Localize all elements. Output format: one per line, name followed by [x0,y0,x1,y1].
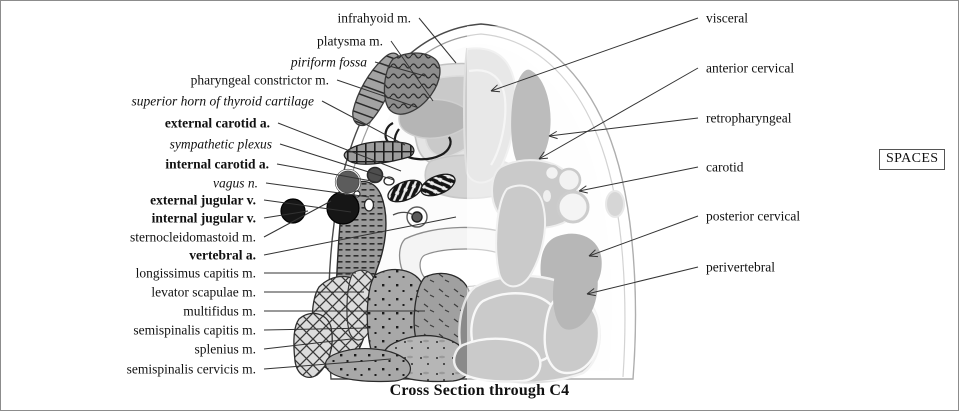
subcutaneous-fat [350,44,612,371]
label-carotid: carotid [706,159,744,175]
perivertebral-shade [458,274,601,384]
label-multifidus-m: multifidus m. [183,303,256,319]
label-splenius-m: splenius m. [194,341,256,357]
carotid-artery-right [543,164,561,182]
external-jugular-vein [280,198,306,224]
leader-internal-jugular-v [263,210,309,219]
leader-semispinalis-capitis-m [263,327,370,331]
leader-external-carotid-a [277,122,402,172]
leader-carotid [578,166,699,192]
leader-lines-left [263,17,457,370]
label-levator-scapulae-m: levator scapulae m. [151,284,256,300]
figure-caption: Cross Section through C4 [389,382,570,399]
label-anterior-cervical: anterior cervical [706,60,795,76]
retropharyngeal-shade [511,69,551,169]
label-internal-carotid-a: internal carotid a. [165,156,269,172]
carotid-space-left [280,166,456,357]
leader-carotid-arrowhead [578,185,588,194]
label-sympathetic-plexus: sympathetic plexus [169,136,272,152]
visceral-space-shade [463,47,518,184]
label-vagus-n: vagus n. [213,175,258,191]
spaces-shading-right [452,26,637,384]
spaces-legend-box: SPACES [879,149,946,170]
label-semispinalis-capitis-m: semispinalis capitis m. [133,322,256,338]
label-retropharyngeal: retropharyngeal [706,110,792,126]
leader-retropharyngeal [548,117,699,137]
leader-platysma-m [390,40,434,102]
label-infrahyoid-m: infrahyoid m. [337,10,412,26]
perivertebral-muscles-left [293,268,472,383]
leader-posterior-cervical-arrowhead [588,249,599,258]
leader-pharyngeal-constrictor-m [336,79,417,108]
anterior-cervical-shade [491,159,579,229]
label-visceral: visceral [706,10,748,26]
leader-vertebral-a [263,216,457,256]
internal-jugular-vein [326,191,360,225]
leader-piriform-fossa [374,61,426,77]
label-piriform-fossa: piriform fossa [290,54,367,70]
leader-lines-right [490,17,699,297]
label-longissimus-capitis-m: longissimus capitis m. [135,265,256,281]
leader-semispinalis-cervicis-m [263,358,392,370]
posterior-cervical-shade [540,233,602,302]
label-pharyngeal-constrictor-m: pharyngeal constrictor m. [190,72,329,88]
leader-external-jugular-v [263,199,352,213]
label-sternocleidomastoid-m: sternocleidomastoid m. [130,229,256,245]
leader-retropharyngeal-arrowhead [548,130,558,140]
leader-sympathetic-plexus [279,143,395,181]
leader-perivertebral [586,266,699,295]
label-internal-jugular-v: internal jugular v. [151,210,256,226]
jugular-vein-right [556,167,582,193]
label-platysma-m: platysma m. [317,33,383,49]
leader-perivertebral-arrowhead [586,288,596,297]
leader-visceral [490,17,699,92]
label-posterior-cervical: posterior cervical [706,208,801,224]
leader-internal-carotid-a [276,163,378,183]
label-external-jugular-v: external jugular v. [150,192,256,208]
leader-superior-horn-thyroid [321,100,406,146]
label-semispinalis-cervicis-m: semispinalis cervicis m. [126,361,256,377]
neck-outline [327,23,637,380]
label-vertebral-a: vertebral a. [189,247,256,263]
leader-vagus-n [265,182,370,198]
leader-anterior-cervical-arrowhead [538,151,549,160]
label-external-carotid-a: external carotid a. [164,115,270,131]
leader-infrahyoid-m [418,17,457,64]
leader-visceral-arrowhead [490,84,501,93]
visceral-space [343,52,536,298]
label-superior-horn-thyroid: superior horn of thyroid cartilage [131,93,315,109]
label-perivertebral: perivertebral [706,259,775,275]
leader-sternocleidomastoid-m [263,200,332,238]
leader-posterior-cervical [588,215,699,257]
leader-anterior-cervical [538,67,699,160]
leader-splenius-m [263,338,352,350]
